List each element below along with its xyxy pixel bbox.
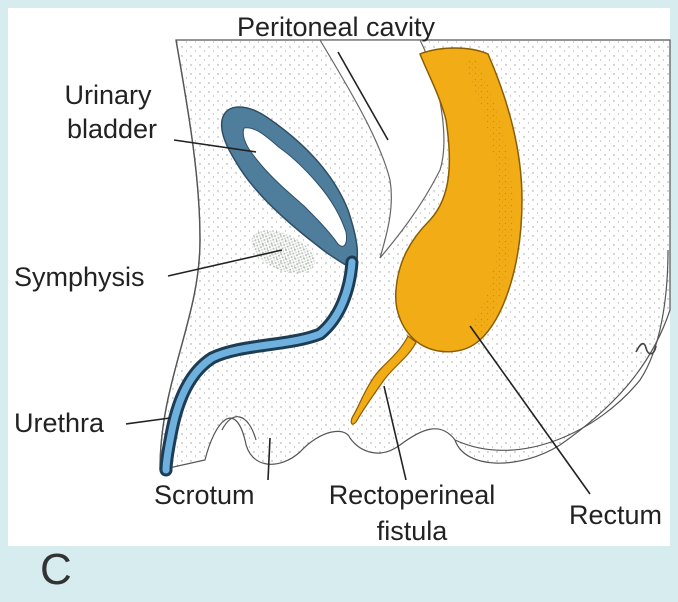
- label-peritoneal-cavity: Peritoneal cavity: [237, 12, 436, 42]
- label-urethra: Urethra: [14, 408, 105, 438]
- label-symphysis: Symphysis: [14, 262, 145, 292]
- label-rectoperineal-line1: Rectoperineal: [329, 480, 496, 510]
- label-urinary-bladder-line2: bladder: [67, 114, 157, 144]
- label-rectoperineal-line2: fistula: [377, 516, 449, 546]
- label-urinary-bladder-line1: Urinary: [64, 80, 152, 110]
- label-rectum: Rectum: [569, 500, 662, 530]
- label-scrotum: Scrotum: [154, 480, 255, 510]
- panel-letter: C: [40, 548, 72, 592]
